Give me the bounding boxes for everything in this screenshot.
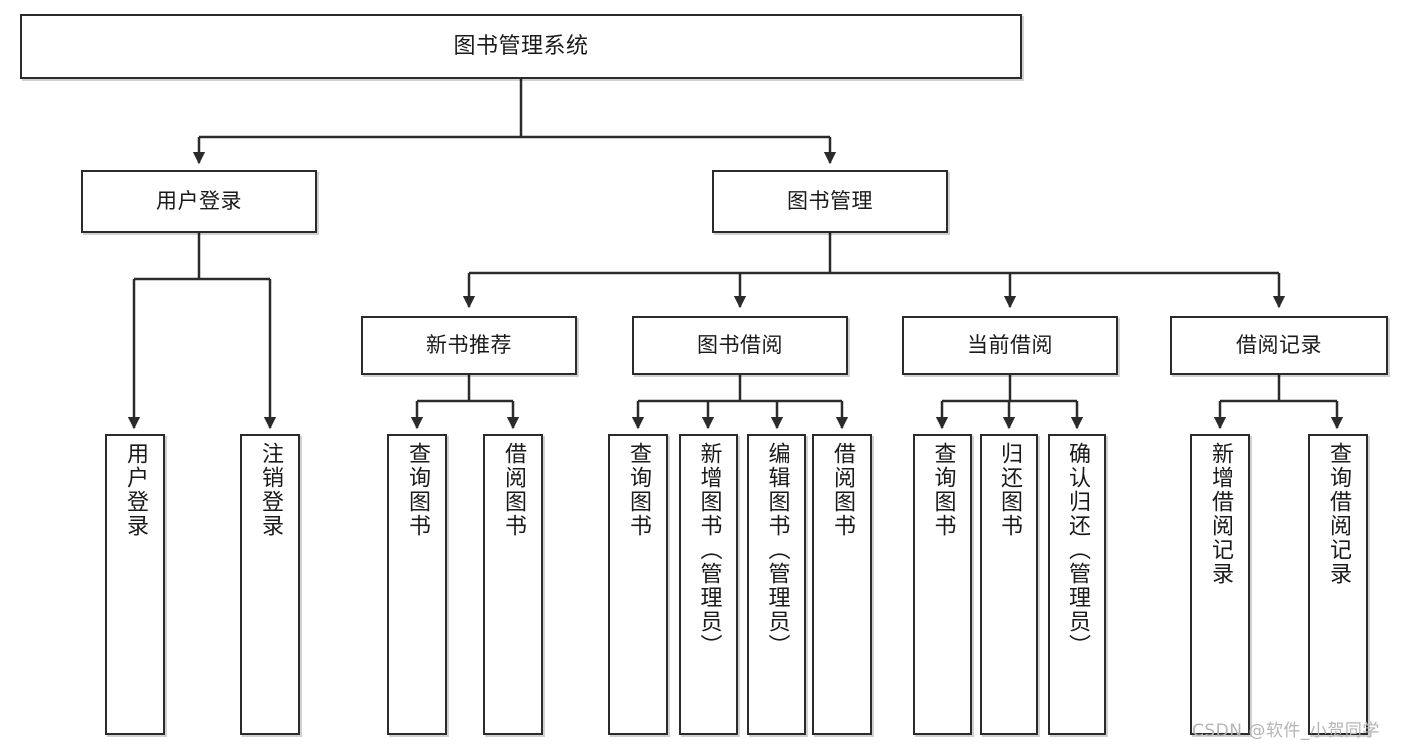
leaf-record-add-record[interactable]: 新增借阅记录 — [1190, 434, 1250, 735]
node-book-management[interactable]: 图书管理 — [712, 170, 948, 233]
node-label: 新增借阅记录 — [1208, 442, 1233, 586]
node-label: 新增图书（管理员） — [696, 442, 722, 658]
leaf-recommend-borrow-book[interactable]: 借阅图书 — [483, 434, 543, 735]
leaf-recommend-query-book[interactable]: 查询图书 — [387, 434, 447, 735]
node-label: 查询图书 — [405, 442, 430, 538]
node-label: 确认归还（管理员） — [1065, 442, 1090, 658]
node-label: 借阅记录 — [1236, 333, 1322, 358]
node-label: 借阅图书 — [501, 442, 526, 538]
node-label: 编辑图书（管理员） — [764, 442, 790, 658]
node-label: 注销登录 — [258, 442, 283, 538]
leaf-user-login-logout[interactable]: 注销登录 — [240, 434, 300, 735]
node-label: 用户登录 — [123, 442, 148, 538]
leaf-record-query-record[interactable]: 查询借阅记录 — [1308, 434, 1368, 735]
node-book-borrow[interactable]: 图书借阅 — [632, 316, 848, 375]
leaf-current-confirm-return-admin[interactable]: 确认归还（管理员） — [1048, 434, 1106, 735]
csdn-watermark: CSDN @软件_小贺同学 — [1192, 721, 1380, 741]
node-label: 图书管理系统 — [453, 33, 589, 59]
leaf-current-return-book[interactable]: 归还图书 — [980, 434, 1038, 735]
node-label: 查询图书 — [626, 442, 651, 538]
node-root-system[interactable]: 图书管理系统 — [20, 14, 1022, 79]
node-label: 借阅图书 — [830, 442, 855, 538]
node-new-book-recommend[interactable]: 新书推荐 — [361, 316, 577, 375]
node-borrow-record[interactable]: 借阅记录 — [1170, 316, 1388, 375]
node-current-borrow[interactable]: 当前借阅 — [902, 316, 1118, 375]
node-label: 归还图书 — [997, 442, 1022, 538]
node-label: 当前借阅 — [967, 333, 1053, 358]
node-user-login[interactable]: 用户登录 — [81, 170, 317, 233]
leaf-user-login-login[interactable]: 用户登录 — [105, 434, 165, 735]
leaf-borrow-add-book-admin[interactable]: 新增图书（管理员） — [679, 434, 738, 735]
node-label: 图书管理 — [787, 189, 873, 214]
leaf-borrow-edit-book-admin[interactable]: 编辑图书（管理员） — [747, 434, 806, 735]
node-label: 查询图书 — [930, 442, 956, 538]
node-label: 查询借阅记录 — [1326, 442, 1351, 586]
leaf-current-query-book[interactable]: 查询图书 — [913, 434, 972, 735]
node-label: 新书推荐 — [426, 333, 512, 358]
leaf-borrow-borrow-book[interactable]: 借阅图书 — [812, 434, 872, 735]
node-label: 图书借阅 — [697, 333, 783, 358]
leaf-borrow-query-book[interactable]: 查询图书 — [608, 434, 668, 735]
node-label: 用户登录 — [156, 189, 242, 214]
